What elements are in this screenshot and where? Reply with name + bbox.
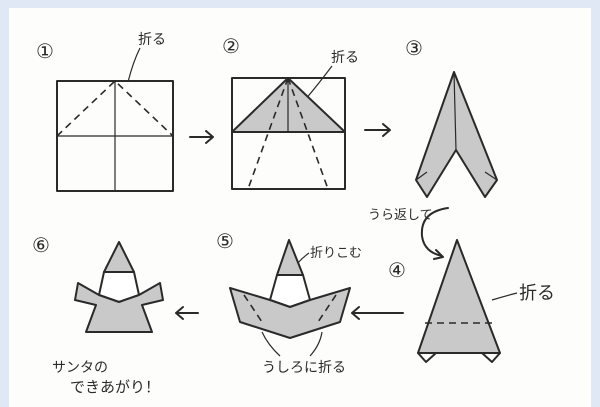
step-6-number: ⑥ [32,233,50,257]
arrow-2-to-3 [364,123,391,137]
step-5-number: ⑤ [216,229,234,253]
step-1-number: ① [36,39,54,63]
step-1: ① 折る [36,32,174,192]
step-2-number: ② [222,34,240,58]
done-line-1: サンタの [52,360,108,376]
step-1-fold-lines [56,79,174,137]
step-6: ⑥ サンタの できあがり！ [32,233,164,396]
step-6-body [74,282,164,333]
step-5-brim [229,287,351,339]
step-4-shape [417,239,501,354]
done-line-2: できあがり！ [70,378,160,396]
turn-over-label: うら返して [368,208,433,223]
step-4-label: 折る [519,283,555,304]
step-2-fold-lines [247,77,329,190]
step-4: ④ 折る [388,239,555,363]
step-5-hat-tip [276,239,304,276]
step-5-label: 折りこむ [310,246,362,261]
arrow-4-to-5 [351,306,404,320]
step-5-fold-back-pointers [261,331,323,357]
step-6-hat-tip [103,241,135,273]
step-3: ③ [405,36,498,198]
arrow-5-to-6 [175,306,199,320]
step-4-pointer [491,292,518,301]
step-5-fold-back-label: うしろに折る [262,360,346,376]
step-5-fold-lines [243,294,337,323]
step-3-number: ③ [405,36,423,60]
step-4-number: ④ [388,258,406,282]
step-5: ⑤ 折りこむ うしろに折る [216,229,362,376]
step-3-shape [415,71,498,198]
turn-over-note: うら返して [368,207,449,260]
step-2-pointer [304,65,333,101]
step-1-label: 折る [138,32,166,48]
step-2: ② 折る [222,34,359,190]
turn-over-arrow [420,207,449,260]
arrow-1-to-2 [189,130,214,144]
step-1-pointer [127,47,141,83]
step-2-label: 折る [331,50,359,66]
